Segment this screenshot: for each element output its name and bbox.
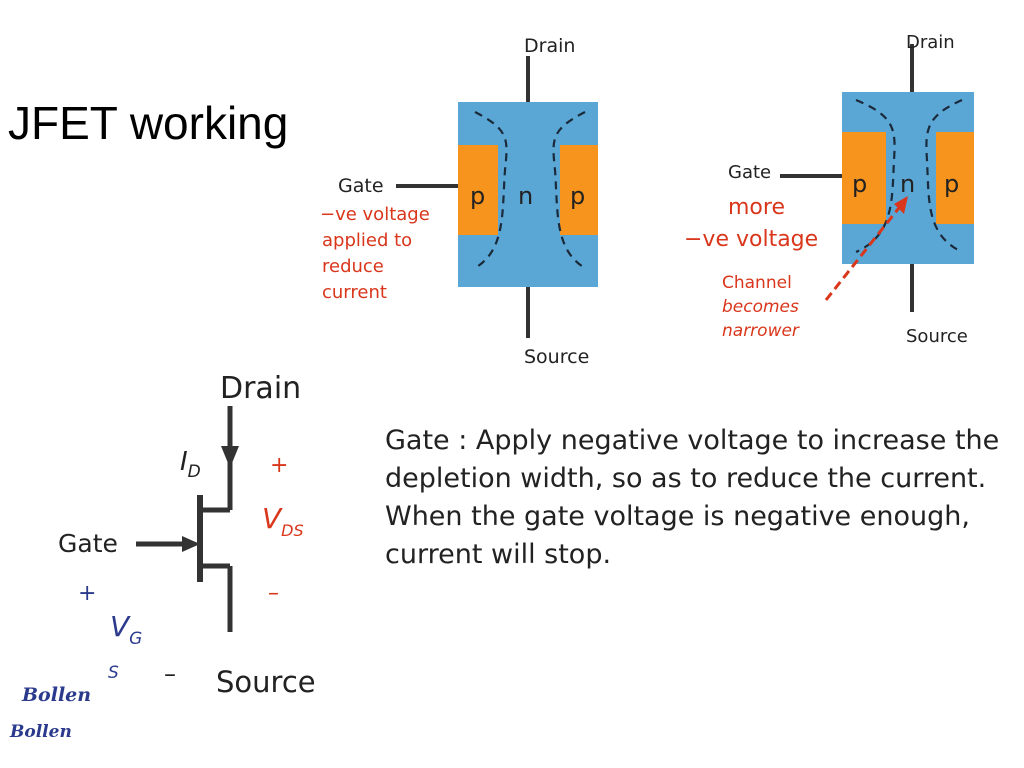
source-label: Source [906,326,968,347]
vds-plus: + [270,453,288,478]
note-line-1: −ve voltage [320,204,430,225]
jfet-diagram-narrower-channel: Drain p n p Gate more −ve voltage Channe… [684,32,974,347]
depletion-boundary-right [925,98,963,253]
depletion-boundary-right [552,111,586,269]
vds-label: VDS [262,502,304,540]
channel-arrow-head-icon [894,196,908,214]
drain-label: Drain [906,32,955,53]
channel-arrow [824,203,904,301]
current-arrow-icon [221,446,239,468]
p-left-label: p [470,182,485,210]
vds-subscript: DS [281,521,303,540]
jfet-diagram-reduce-current: Drain p n p Gate −ve voltage applied to … [320,35,598,368]
depletion-boundary-left [474,111,508,269]
p-region-left [842,132,886,224]
gate-label: Gate [338,175,384,197]
note-line-2: applied to [322,230,412,251]
signature-1: Bollen [22,684,92,706]
n-label: n [518,182,533,210]
more-voltage-label: −ve voltage [684,227,818,252]
vgs-subscript-g: G [129,629,142,649]
jfet-circuit-symbol: Drain Gate ID + VDS – + VG S – Source [58,371,316,699]
channel-note-1: Channel [722,273,792,293]
p-left-label: p [852,170,867,198]
vgs-label: VG [110,610,142,649]
symbol-source-label: Source [216,665,316,699]
p-right-label: p [944,170,959,198]
vgs-subscript-s: S [108,663,119,683]
id-label: ID [180,447,201,482]
p-region-left [458,145,498,235]
n-label: n [900,170,915,198]
p-region-right [560,145,598,235]
id-subscript: D [188,462,201,482]
p-right-label: p [570,182,585,210]
vgs-plus: + [78,581,96,606]
p-region-right [936,132,974,224]
symbol-drain-label: Drain [220,371,301,406]
gate-arrow-icon [182,536,200,552]
vgs-minus: – [164,660,176,688]
channel-note-3: narrower [722,321,800,341]
id-main: I [180,447,188,477]
gate-description: Gate : Apply negative voltage to increas… [385,425,1000,570]
note-line-3: reduce [322,256,384,277]
symbol-gate-label: Gate [58,529,118,558]
gate-label: Gate [728,162,771,183]
source-label: Source [524,346,589,368]
vgs-main: V [110,610,131,643]
vds-main: V [262,502,283,535]
more-label: more [728,195,785,220]
drain-label: Drain [524,35,575,57]
channel-note-2: becomes [722,297,799,317]
note-line-4: current [322,282,387,303]
signature-2: Bollen [10,722,72,742]
vds-minus: – [268,581,279,606]
slide-title: JFET working [8,97,289,149]
